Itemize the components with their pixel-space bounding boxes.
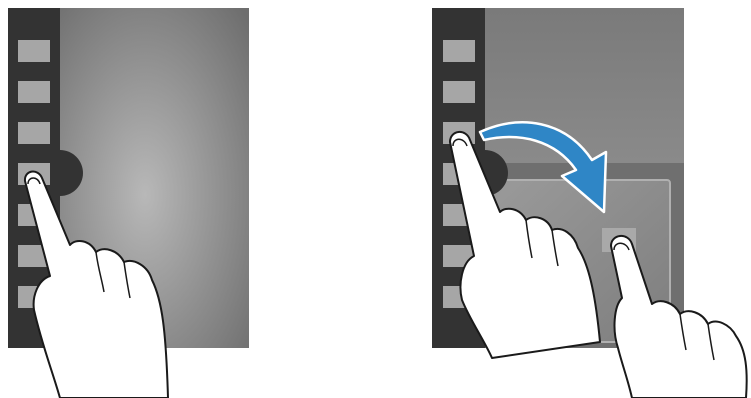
tray-app-tile[interactable] — [18, 81, 50, 103]
tray-app-tile[interactable] — [18, 40, 50, 62]
tray-app-tile[interactable] — [443, 81, 475, 103]
panel-drag-app — [432, 8, 747, 398]
tray-app-tile[interactable] — [18, 122, 50, 144]
tray-app-tile[interactable] — [443, 40, 475, 62]
device-screen-top — [485, 8, 684, 163]
panel-open-tray — [8, 8, 249, 398]
